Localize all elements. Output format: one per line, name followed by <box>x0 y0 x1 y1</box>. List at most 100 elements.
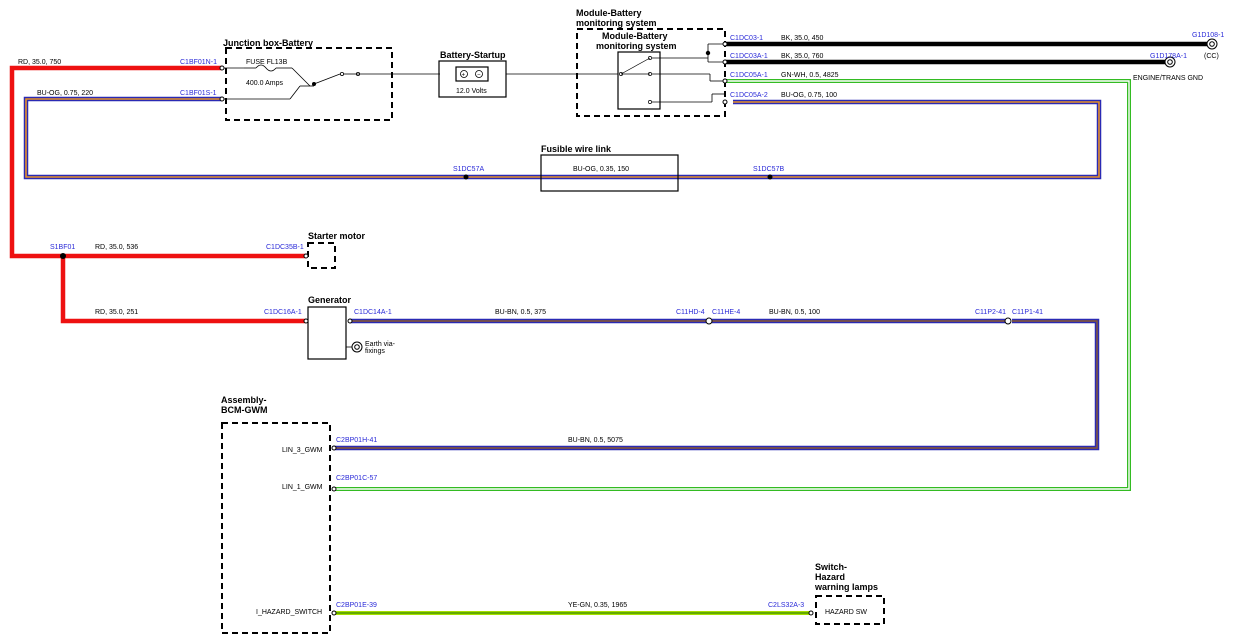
battery-monitoring-module: Module-Battery monitoring system Module-… <box>576 8 728 117</box>
pin-label: C2BP01C-57 <box>336 475 377 482</box>
pin-label: C1BF01N-1 <box>180 59 217 66</box>
bu-bn-wires <box>334 318 1100 451</box>
hazard-title-line1: Switch- <box>815 562 847 572</box>
pin-label: C1DC03A-1 <box>730 53 768 60</box>
bcm-gwm-assembly: Assembly- BCM-GWM LIN_3_GWM LIN_1_GWM I_… <box>221 395 337 634</box>
wire-label: BK, 35.0, 760 <box>781 53 824 60</box>
connector-pin <box>347 318 353 324</box>
fuse-name: FUSE FL13B <box>246 59 288 66</box>
fusible-link-spec: BU-OG, 0.35, 150 <box>573 166 629 173</box>
ground-g2-note: ENGINE/TRANS GND <box>1133 75 1203 82</box>
splice-dot <box>60 253 66 259</box>
battery-outline <box>438 60 507 98</box>
svg-text:−: − <box>477 73 481 79</box>
wire-label: BU-BN, 0.5, 5075 <box>568 437 623 444</box>
ground-icon <box>1164 56 1176 68</box>
hazard-switch-outline <box>815 595 885 625</box>
wire-label: BU-OG, 0.75, 100 <box>781 92 837 99</box>
wire-label: BU-OG, 0.75, 220 <box>37 90 93 97</box>
inline-connectors <box>705 317 1012 325</box>
connector-pin <box>331 445 337 451</box>
bcm-title-line1: Assembly- <box>221 395 267 405</box>
fuse-rating: 400.0 Amps <box>246 80 283 87</box>
pin-labels: C1BF01N-1 C1BF01S-1 S1BF01 C1DC35B-1 C1D… <box>50 35 1043 609</box>
bcm-title-line2: BCM-GWM <box>221 405 268 415</box>
black-ground-wires <box>725 41 1208 65</box>
ground-points: G1D108-1 (CC) G1D178A-1 ENGINE/TRANS GND <box>1133 32 1224 82</box>
connector-pin <box>219 65 225 71</box>
bms-inner-title-line2: monitoring system <box>596 41 677 51</box>
generator-title: Generator <box>308 295 352 305</box>
junction-box-outline <box>225 47 393 121</box>
wire-label: GN-WH, 0.5, 4825 <box>781 72 839 79</box>
pin-label: C1DC16A-1 <box>264 309 302 316</box>
wire-label: RD, 35.0, 750 <box>18 59 61 66</box>
ground-g1-note: (CC) <box>1204 53 1219 60</box>
pin-label: C11HD-4 <box>676 309 705 316</box>
connector-pin <box>722 99 728 105</box>
inline-connector <box>1004 317 1012 325</box>
bcm-outline <box>221 422 331 634</box>
pin-label: S1BF01 <box>50 244 75 251</box>
fusible-link-title: Fusible wire link <box>541 144 612 154</box>
bms-inner-title-line1: Module-Battery <box>602 31 668 41</box>
connector-pin <box>722 41 728 47</box>
red-power-wires <box>9 65 306 324</box>
pin-label: C2BP01H-41 <box>336 437 377 444</box>
hazard-switch: Switch- Hazard warning lamps HAZARD SW <box>808 562 885 625</box>
pin-label: C11P1-41 <box>1012 309 1043 316</box>
pin-label: S1DC57A <box>453 166 484 173</box>
starter-motor: Starter motor <box>303 231 366 269</box>
connector-pin <box>303 253 309 259</box>
bcm-pin-lin3: LIN_3_GWM <box>282 447 323 454</box>
bu-og-wire-loop <box>23 96 1102 180</box>
fusible-link-outline <box>540 154 679 192</box>
pin-label: C1DC14A-1 <box>354 309 392 316</box>
pin-label: C1DC05A-1 <box>730 72 768 79</box>
pin-label: C2BP01E-39 <box>336 602 377 609</box>
connector-pin <box>722 59 728 65</box>
junction-box-title: Junction box-Battery <box>223 38 313 48</box>
connector-pin <box>219 96 225 102</box>
pin-label: C11HE-4 <box>712 309 740 316</box>
hazard-switch-label: HAZARD SW <box>825 609 867 616</box>
splice-dot <box>463 174 469 180</box>
hazard-title-line2: Hazard <box>815 572 845 582</box>
bms-outline <box>576 28 726 117</box>
wire-label: RD, 35.0, 536 <box>95 244 138 251</box>
wire-label: BU-BN, 0.5, 375 <box>495 309 546 316</box>
wire-label: RD, 35.0, 251 <box>95 309 138 316</box>
starter-motor-title: Starter motor <box>308 231 366 241</box>
wire-label: BK, 35.0, 450 <box>781 35 824 42</box>
pin-label: C11P2-41 <box>975 309 1006 316</box>
wire-label: YE-GN, 0.35, 1965 <box>568 602 627 609</box>
wire-labels: RD, 35.0, 750 BU-OG, 0.75, 220 RD, 35.0,… <box>18 35 839 609</box>
generator: Generator Earth via- fixings <box>303 295 396 360</box>
pin-label: C1DC05A-2 <box>730 92 768 99</box>
switch-icon <box>313 73 341 85</box>
connector-pin <box>331 486 337 492</box>
svg-text:+: + <box>462 73 466 79</box>
pin-label: C1DC35B-1 <box>266 244 304 251</box>
pin-label: C1BF01S-1 <box>180 90 217 97</box>
splice-dot <box>705 50 711 56</box>
connector-pin <box>303 318 309 324</box>
bms-inner-box <box>617 51 661 110</box>
pin-label: C2LS32A-3 <box>768 602 804 609</box>
ground-icon <box>1206 38 1218 50</box>
battery-startup: Battery-Startup + − 12.0 Volts <box>438 50 507 98</box>
fuse-icon <box>255 64 277 72</box>
starter-motor-outline <box>307 242 336 269</box>
bms-outer-title-line2: monitoring system <box>576 18 657 28</box>
connector-pin <box>808 610 814 616</box>
hazard-title-line3: warning lamps <box>814 582 878 592</box>
junction-box-battery: Junction box-Battery FUSE FL13B 400.0 Am… <box>219 38 393 121</box>
fusible-wire-link: Fusible wire link BU-OG, 0.35, 150 <box>540 144 679 192</box>
splice-dot <box>767 174 773 180</box>
wire-label: BU-BN, 0.5, 100 <box>769 309 820 316</box>
bcm-pin-lin1: LIN_1_GWM <box>282 484 323 491</box>
thin-signal-lines <box>358 43 725 103</box>
pin-label: S1DC57B <box>753 166 784 173</box>
connector-pin <box>722 78 728 84</box>
